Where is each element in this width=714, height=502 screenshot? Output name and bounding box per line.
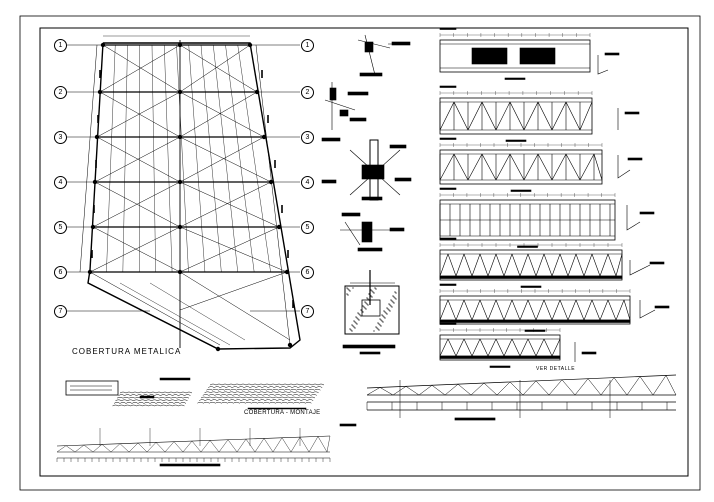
grid-bubble: 1 bbox=[54, 39, 67, 52]
section-title: COBERTURA - MONTAJE bbox=[244, 410, 321, 416]
roof-plan bbox=[79, 35, 301, 352]
grid-bubble: 7 bbox=[54, 305, 67, 318]
roof-sheet-section bbox=[65, 377, 325, 410]
grid-axes bbox=[67, 44, 300, 312]
grid-bubble: 4 bbox=[54, 176, 67, 189]
outer-border bbox=[19, 15, 701, 491]
grid-bubble: 6 bbox=[301, 266, 314, 279]
plate-detail bbox=[574, 52, 670, 362]
long-truss bbox=[366, 374, 677, 421]
grid-bubble: 1 bbox=[301, 39, 314, 52]
grid-bubble: 6 bbox=[54, 266, 67, 279]
grid-bubble: 4 bbox=[301, 176, 314, 189]
grid-bubble: 7 bbox=[301, 305, 314, 318]
connection-details bbox=[321, 34, 412, 355]
plan-title: COBERTURA METALICA bbox=[72, 347, 182, 356]
grid-bubble: 2 bbox=[301, 86, 314, 99]
grid-bubble: 5 bbox=[54, 221, 67, 234]
grid-bubble: 3 bbox=[301, 131, 314, 144]
truss-elevations bbox=[439, 27, 631, 368]
inner-border bbox=[39, 27, 689, 477]
grid-bubble: 2 bbox=[54, 86, 67, 99]
bottom-elevation bbox=[56, 423, 357, 467]
grid-bubble: 5 bbox=[301, 221, 314, 234]
detail-title: VER DETALLE bbox=[536, 366, 576, 372]
grid-bubble: 3 bbox=[54, 131, 67, 144]
